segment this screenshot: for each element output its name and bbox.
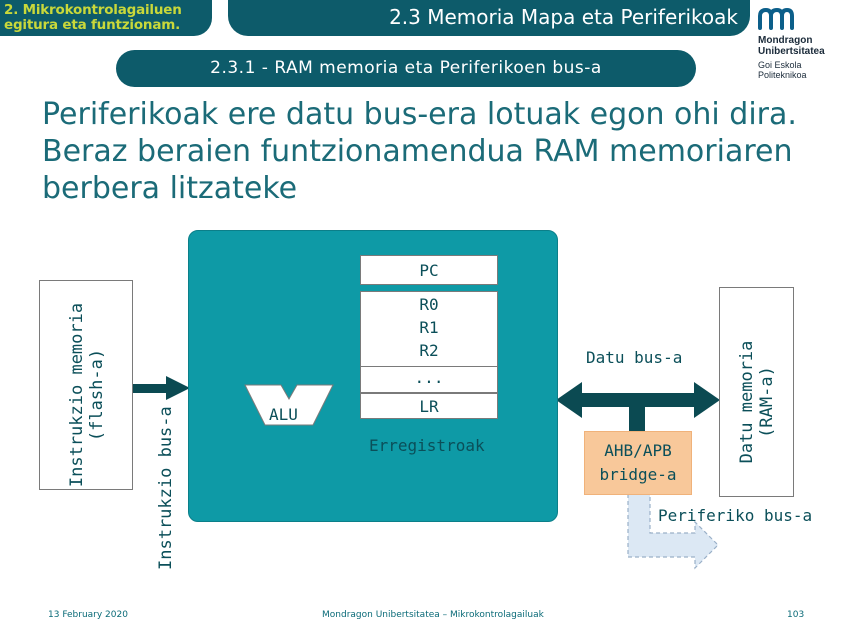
bridge-line2: bridge-a (599, 465, 677, 484)
logo-line1: Mondragon (758, 35, 813, 46)
logo-line4: Politeknikoa (758, 70, 807, 80)
registers-label: Erregistroak (369, 436, 485, 455)
subtitle-pill: 2.3.1 - RAM memoria eta Periferikoen bus… (116, 50, 696, 87)
chapter-line1: 2. Mikrokontrolagailuen (4, 2, 182, 18)
main-line3: berbera litzateke (42, 171, 298, 206)
register-lr: LR (360, 393, 498, 419)
alu-label: ALU (269, 405, 298, 424)
register-ellipsis: ... (360, 367, 498, 393)
chapter-tab: 2. Mikrokontrolagailuen egitura eta funt… (0, 0, 212, 36)
university-logo: Mondragon Unibertsitatea Goi Eskola Poli… (758, 7, 848, 88)
bridge-line1: AHB/APB (604, 441, 672, 460)
cpu-block: PC R0 R1 R2 ... LR Erregistroak ALU (188, 230, 558, 522)
logo-line2: Unibertsitatea (758, 46, 825, 57)
alu-shape (244, 384, 334, 426)
register-r2: R2 (419, 341, 439, 360)
section-title: 2.3 Memoria Mapa eta Periferikoak (389, 5, 738, 29)
data-memory-box: Datu memoria (RAM-a) (719, 287, 794, 497)
main-line1: Periferikoak ere datu bus-era lotuak ego… (42, 97, 797, 132)
section-bar: 2.3 Memoria Mapa eta Periferikoak (228, 0, 750, 36)
subtitle-text: 2.3.1 - RAM memoria eta Periferikoen bus… (210, 58, 602, 78)
data-bus-arrow (556, 382, 720, 431)
footer-date: 13 February 2020 (48, 610, 128, 620)
data-memory-label: Datu memoria (RAM-a) (737, 340, 777, 464)
peripheral-bus-arrow (627, 493, 719, 570)
logo-line3: Goi Eskola (758, 60, 802, 70)
chapter-line2: egitura eta funtzionam. (4, 17, 181, 33)
footer-center: Mondragon Unibertsitatea – Mikrokontrola… (322, 610, 544, 620)
peripheral-bus-label: Periferiko bus-a (658, 506, 813, 525)
instruction-bus-label: Instrukzio bus-a (156, 406, 176, 570)
main-line2: Beraz beraien funtzionamendua RAM memori… (42, 134, 793, 169)
bridge-box: AHB/APB bridge-a (584, 431, 692, 495)
register-pc: PC (360, 255, 498, 285)
footer-page-number: 103 (787, 610, 805, 620)
data-bus-label: Datu bus-a (586, 348, 683, 367)
register-r1: R1 (419, 318, 439, 337)
main-text: Periferikoak ere datu bus-era lotuak ego… (42, 96, 802, 207)
instruction-memory-box: Instrukzio memoria (flash-a) (39, 280, 133, 490)
mu-logo-icon (758, 7, 794, 30)
instruction-memory-label: Instrukzio memoria (flash-a) (67, 302, 107, 488)
instruction-bus-arrow (132, 376, 190, 400)
register-r0: R0 (419, 295, 439, 314)
register-group: R0 R1 R2 (360, 291, 498, 367)
